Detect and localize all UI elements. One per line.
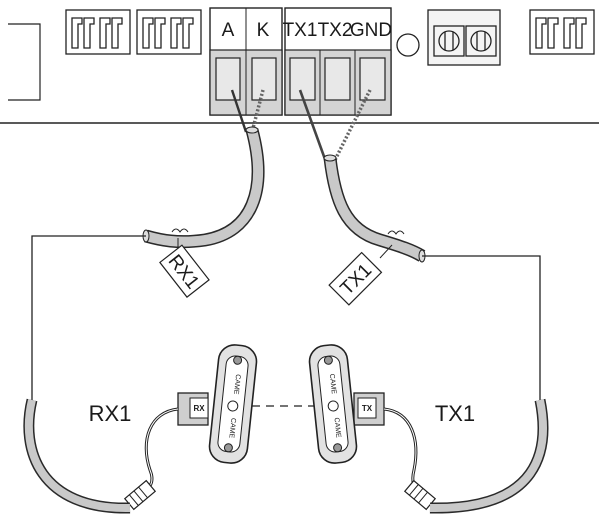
- terminal-block-tx: TX1 TX2 GND: [283, 7, 392, 116]
- lower-cable-right: [429, 398, 549, 514]
- cable-rx1: [142, 126, 265, 249]
- transmitter-device: TX CAME CAME TX1: [308, 344, 475, 464]
- transmitter-label: TX1: [435, 401, 475, 426]
- connector-block-3: [529, 9, 595, 55]
- board-bracket: [8, 23, 41, 101]
- lower-cable-left: [23, 398, 131, 514]
- connector-block-1: [65, 9, 131, 55]
- screw-terminal: [427, 9, 501, 66]
- transmitter-badge: TX: [362, 404, 373, 413]
- rx-plug: [123, 479, 157, 511]
- control-board: [0, 23, 599, 124]
- receiver-label: RX1: [89, 401, 132, 426]
- transmitter-brand-bottom: CAME: [332, 417, 341, 438]
- led-indicator: [396, 33, 420, 57]
- transmitter-brand-top: CAME: [328, 374, 337, 395]
- connector-block-2: [136, 9, 202, 55]
- receiver-brand-bottom: CAME: [227, 418, 236, 439]
- terminal-label-tx1: TX1: [283, 20, 318, 41]
- receiver-brand-top: CAME: [232, 374, 241, 395]
- cable-tx1: [323, 154, 426, 263]
- terminal-label-tx2: TX2: [318, 20, 353, 41]
- connection-lines: [31, 235, 541, 400]
- terminal-wires: [230, 89, 372, 163]
- terminal-label-gnd: GND: [350, 20, 392, 41]
- receiver-badge: RX: [193, 404, 205, 413]
- terminal-block-ak: A K: [209, 7, 283, 116]
- receiver-device: RX CAME CAME RX1: [89, 344, 258, 464]
- terminal-label-k: K: [257, 20, 270, 41]
- terminal-label-a: A: [222, 20, 235, 41]
